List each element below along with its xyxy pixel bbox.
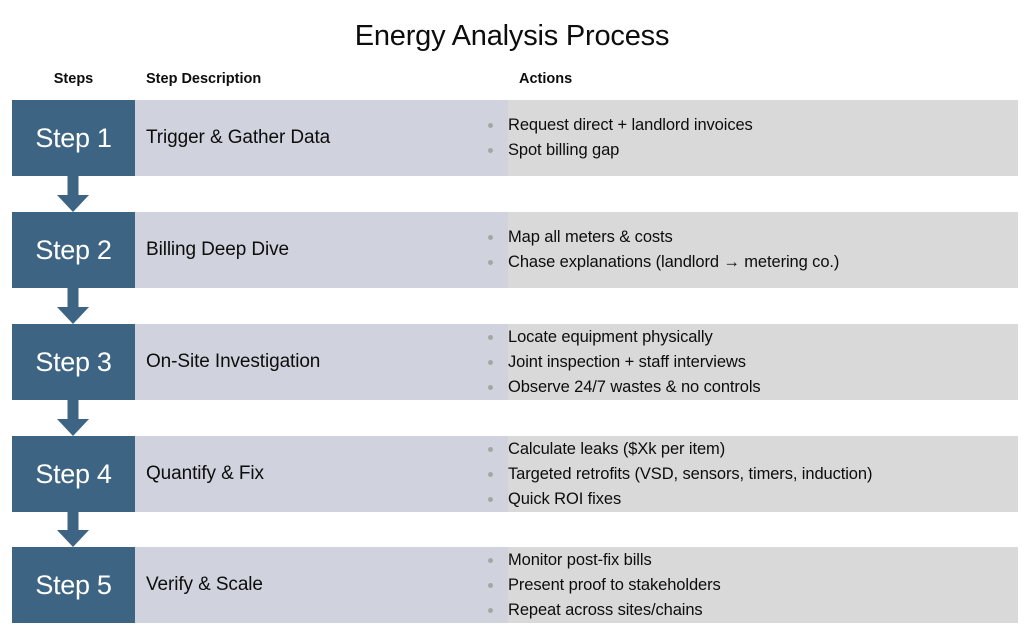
- column-header-actions: Actions: [519, 71, 573, 87]
- step-description-cell[interactable]: On-Site Investigation: [135, 324, 508, 400]
- step-description-label: On-Site Investigation: [146, 351, 321, 372]
- step-description-cell[interactable]: Verify & Scale: [135, 547, 508, 623]
- step-box[interactable]: Step 2: [12, 212, 135, 288]
- bullet-icon: [488, 557, 493, 563]
- step-box[interactable]: Step 3: [12, 324, 135, 400]
- step-description-label: Quantify & Fix: [146, 463, 264, 484]
- action-text: Observe 24/7 wastes & no controls: [508, 377, 761, 396]
- bullet-icon: [488, 235, 493, 240]
- bullet-icon: [488, 334, 493, 340]
- column-header-steps: Steps: [53, 71, 94, 87]
- step-box[interactable]: Step 1: [12, 100, 135, 176]
- step-description-label: Billing Deep Dive: [146, 239, 289, 260]
- action-item[interactable]: Calculate leaks ($Xk per item): [488, 437, 1018, 462]
- step-box[interactable]: Step 5: [12, 547, 135, 623]
- action-text: Request direct + landlord invoices: [508, 116, 753, 134]
- step-description-cell[interactable]: Billing Deep Dive: [135, 212, 508, 288]
- action-text: Locate equipment physically: [508, 327, 713, 346]
- process-row: Step 4 Quantify & Fix Calculate leaks ($Xk…: [0, 436, 1024, 512]
- arrow-down-icon: [57, 176, 89, 212]
- action-item[interactable]: Request direct + landlord invoices: [488, 113, 1018, 138]
- page-title: Energy Analysis Process: [354, 20, 670, 52]
- actions-list: Calculate leaks ($Xk per item) Targeted r…: [488, 436, 1018, 512]
- step-label: Step 3: [35, 346, 112, 377]
- action-item[interactable]: Quick ROI fixes: [488, 487, 1018, 512]
- step-label: Step 2: [35, 234, 112, 265]
- process-row: Step 3 On-Site Investigation Locate equipm…: [0, 324, 1024, 400]
- column-header-step-description: Step Description: [146, 71, 262, 87]
- bullet-icon: [488, 446, 493, 452]
- step-description-cell[interactable]: Quantify & Fix: [135, 436, 508, 512]
- action-text: Targeted retrofits (VSD, sensors, timers…: [508, 464, 873, 483]
- action-item[interactable]: Targeted retrofits (VSD, sensors, timers…: [488, 462, 1018, 487]
- step-description-cell[interactable]: Trigger & Gather Data: [135, 100, 508, 176]
- action-text: Monitor post-fix bills: [508, 550, 652, 569]
- action-item[interactable]: Repeat across sites/chains: [488, 598, 1018, 623]
- action-item[interactable]: Observe 24/7 wastes & no controls: [488, 375, 1018, 400]
- action-text: Quick ROI fixes: [508, 489, 622, 508]
- action-item[interactable]: Map all meters & costs: [488, 225, 1018, 250]
- step-box[interactable]: Step 4: [12, 436, 135, 512]
- bullet-icon: [488, 359, 493, 365]
- action-item[interactable]: Chase explanations (landlord → metering …: [488, 250, 1018, 275]
- step-description-label: Trigger & Gather Data: [146, 127, 331, 148]
- actions-cell[interactable]: Calculate leaks ($Xk per item) Targeted r…: [488, 436, 1018, 512]
- action-text: Present proof to stakeholders: [508, 575, 721, 594]
- action-text: Chase explanations (landlord → metering …: [508, 253, 840, 271]
- bullet-icon: [488, 607, 493, 613]
- process-row: Step 2 Billing Deep Dive Map all meters & …: [0, 212, 1024, 288]
- arrow-down-icon: [57, 400, 89, 436]
- action-item[interactable]: Present proof to stakeholders: [488, 573, 1018, 598]
- action-item[interactable]: Locate equipment physically: [488, 325, 1018, 350]
- process-row: Step 5 Verify & Scale Monitor post-fix bil…: [0, 547, 1024, 623]
- step-label: Step 5: [35, 569, 112, 600]
- bullet-icon: [488, 471, 493, 477]
- step-description-label: Verify & Scale: [146, 574, 263, 595]
- bullet-icon: [488, 582, 493, 588]
- action-item[interactable]: Joint inspection + staff interviews: [488, 350, 1018, 375]
- bullet-icon: [488, 384, 493, 390]
- action-text: Spot billing gap: [508, 141, 620, 159]
- action-text: Joint inspection + staff interviews: [508, 352, 746, 371]
- step-label: Step 4: [35, 458, 112, 489]
- action-item[interactable]: Spot billing gap: [488, 138, 1018, 163]
- action-item[interactable]: Monitor post-fix bills: [488, 548, 1018, 573]
- bullet-icon: [488, 260, 493, 265]
- action-text: Repeat across sites/chains: [508, 600, 703, 619]
- arrow-down-icon: [57, 512, 89, 547]
- bullet-icon: [488, 123, 493, 128]
- action-text: Map all meters & costs: [508, 228, 673, 246]
- bullet-icon: [488, 496, 493, 502]
- arrow-down-icon: [57, 288, 89, 324]
- step-label: Step 1: [35, 122, 112, 153]
- action-text: Calculate leaks ($Xk per item): [508, 439, 726, 458]
- bullet-icon: [488, 148, 493, 153]
- process-row: Step 1 Trigger & Gather Data Request direc…: [0, 100, 1024, 176]
